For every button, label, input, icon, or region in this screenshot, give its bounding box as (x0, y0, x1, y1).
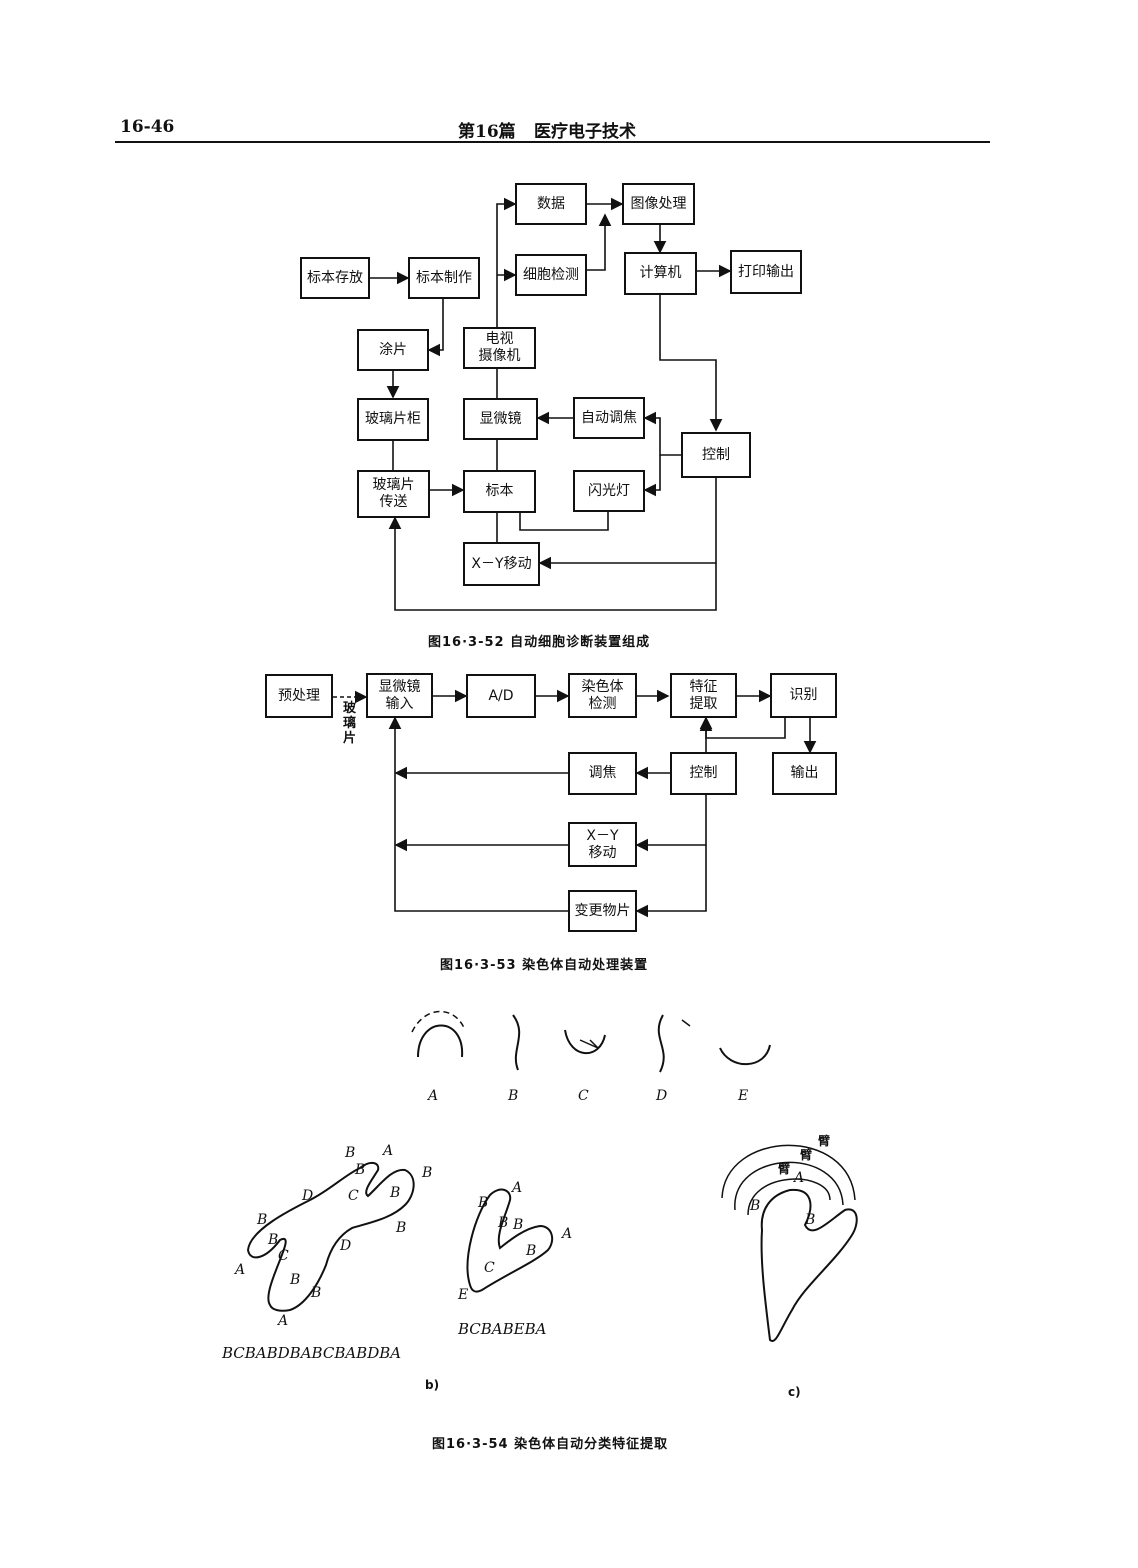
b2-label: A (512, 1180, 523, 1196)
fig54-caption: 图16·3-54 染色体自动分类特征提取 (432, 1437, 669, 1452)
b2-label: B (513, 1217, 524, 1233)
label-prim-d: D (656, 1088, 668, 1104)
b1-label: A (278, 1313, 289, 1329)
slide-side-label: 玻 璃 片 (343, 701, 357, 746)
primitive-d-shape (657, 1014, 665, 1073)
b2-label: C (484, 1260, 495, 1276)
box-cell-detect: 细胞检测 (515, 254, 587, 296)
label-prim-c: C (578, 1088, 589, 1104)
box-specimen-storage: 标本存放 (300, 257, 370, 299)
sequence-b1: BCBABDBABCBABDBA (222, 1344, 402, 1362)
box-preprocess: 预处理 (265, 674, 333, 718)
box-xy-53: X－Y 移动 (568, 822, 637, 867)
feature-line1: 特征 (689, 678, 718, 695)
box-microscope: 显微镜 (463, 398, 538, 440)
chromosome-v-shape (466, 1188, 554, 1293)
label-prim-e: E (738, 1088, 749, 1104)
b1-label: B (345, 1145, 356, 1161)
box-control-53: 控制 (670, 752, 737, 795)
b1-label: B (396, 1220, 407, 1236)
box-print-out: 打印输出 (730, 250, 802, 294)
b1-label: B (355, 1162, 366, 1178)
primitive-c-shape (564, 1029, 606, 1055)
label-prim-b: B (508, 1088, 519, 1104)
box-smear: 涂片 (357, 329, 429, 371)
box-slide-cabinet: 玻璃片柜 (357, 398, 429, 441)
chromosome-c-shape (760, 1188, 858, 1342)
box-computer: 计算机 (624, 252, 697, 295)
c-label: A (794, 1170, 805, 1186)
label-prim-a: A (428, 1088, 439, 1104)
box-change-slide: 变更物片 (568, 890, 637, 932)
box-flash: 闪光灯 (573, 470, 645, 512)
box-micro-input: 显微镜 输入 (366, 673, 433, 718)
b2-label: A (562, 1226, 573, 1242)
box-data: 数据 (515, 183, 587, 225)
sequence-b2: BCBABEBA (458, 1320, 547, 1338)
micro-input-line2: 输入 (385, 695, 414, 712)
header-rule (115, 141, 990, 143)
arm-label-outer: 臂 (818, 1134, 831, 1148)
primitive-a-shape (417, 1024, 464, 1058)
box-slide-transfer: 玻璃片 传送 (357, 470, 430, 518)
box-feature: 特征 提取 (670, 673, 737, 718)
tv-camera-line1: 电视 (485, 331, 514, 347)
box-output: 输出 (772, 752, 837, 795)
b1-label: D (340, 1238, 352, 1254)
box-xy-move: X－Y移动 (463, 542, 540, 586)
b1-label: A (235, 1262, 246, 1278)
micro-input-line1: 显微镜 (378, 678, 421, 695)
c-label: B (805, 1212, 816, 1228)
part-title: 第16篇 (458, 122, 516, 142)
box-specimen: 标本 (463, 470, 536, 513)
box-image-proc: 图像处理 (622, 183, 695, 225)
chrom-detect-line2: 检测 (588, 695, 617, 712)
box-specimen-prep: 标本制作 (408, 257, 480, 299)
b2-label: E (458, 1287, 469, 1303)
b1-label: B (290, 1272, 301, 1288)
box-tv-camera: 电视 摄像机 (463, 327, 536, 369)
chromosome-x-shape (246, 1162, 415, 1312)
b1-label: B (422, 1165, 433, 1181)
fig52-caption: 图16·3-52 自动细胞诊断装置组成 (428, 635, 651, 650)
section-title: 医疗电子技术 (534, 122, 636, 142)
page-number: 16-46 (120, 117, 175, 137)
xy-53-line2: 移动 (588, 844, 617, 861)
b2-label: B (526, 1243, 537, 1259)
box-control: 控制 (681, 432, 751, 478)
b1-label: A (383, 1143, 394, 1159)
b2-label: B (478, 1195, 489, 1211)
b1-label: C (278, 1248, 289, 1264)
slide-transfer-line1: 玻璃片 (372, 477, 415, 493)
box-chrom-detect: 染色体 检测 (568, 673, 637, 718)
b1-label: B (268, 1232, 279, 1248)
chrom-detect-line1: 染色体 (581, 678, 624, 695)
feature-line2: 提取 (689, 695, 718, 712)
box-focus: 调焦 (568, 752, 637, 795)
arm-label-middle: 臂 (800, 1148, 813, 1162)
tv-camera-line2: 摄像机 (478, 348, 521, 364)
b2-label: B (498, 1215, 509, 1231)
box-recognize: 识别 (770, 673, 837, 718)
arm-label-inner: 臂 (778, 1162, 791, 1176)
sublabel-c: c) (788, 1385, 801, 1399)
b1-label: B (390, 1185, 401, 1201)
box-ad: A/D (466, 674, 536, 718)
b1-label: B (311, 1285, 322, 1301)
b1-label: C (348, 1188, 359, 1204)
box-auto-focus: 自动调焦 (573, 397, 645, 439)
b1-label: B (257, 1212, 268, 1228)
b1-label: D (302, 1188, 314, 1204)
sublabel-b: b) (425, 1378, 440, 1392)
slide-transfer-line2: 传送 (379, 494, 408, 510)
fig53-caption: 图16·3-53 染色体自动处理装置 (440, 958, 649, 973)
primitive-e-shape (719, 1044, 771, 1066)
xy-53-line1: X－Y (586, 827, 619, 844)
primitive-b-shape (512, 1014, 521, 1071)
c-label: B (750, 1198, 761, 1214)
